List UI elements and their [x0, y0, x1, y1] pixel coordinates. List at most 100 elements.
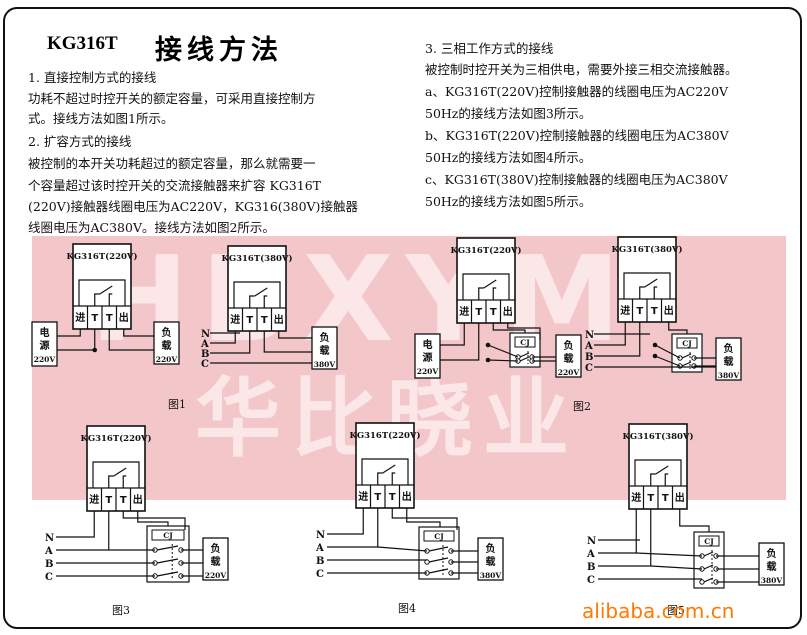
contactor-coil: [698, 535, 720, 547]
junction-dot: [92, 347, 98, 353]
wire: [377, 546, 428, 552]
terminal-label: 进: [89, 493, 99, 506]
box-label: 380V: [480, 571, 502, 580]
relay-wire: [108, 293, 113, 306]
relay-wire: [492, 287, 497, 300]
relay-wire: [478, 287, 484, 300]
terminal-label: T: [106, 313, 113, 324]
contactor-pole: [519, 352, 530, 358]
box-label: 载: [724, 355, 734, 368]
page-title: 接线方法: [155, 35, 283, 66]
phase-label: C: [201, 359, 209, 370]
terminal-label: T: [261, 315, 268, 326]
load-box: [715, 337, 742, 381]
device-model-label: KG316T(380V): [611, 244, 682, 255]
terminal-label: T: [636, 306, 643, 317]
relay-contact: [99, 285, 113, 295]
load-box: [477, 537, 504, 581]
box-label: 380V: [761, 576, 783, 585]
power-box: [414, 333, 441, 379]
device-model-label: KG316T(220V): [349, 430, 420, 441]
box-label: 负: [767, 547, 777, 560]
box-label: 负: [564, 339, 574, 352]
contactor-coil: [151, 529, 185, 541]
wire: [210, 331, 251, 354]
phase-label: N: [316, 530, 325, 541]
contactor-label: CJ: [520, 338, 530, 347]
load-box: [555, 334, 582, 378]
contactor-pole: [156, 558, 179, 564]
wire: [210, 331, 236, 344]
wire: [108, 329, 154, 351]
source-watermark: alibaba.com.cn: [582, 599, 735, 623]
load-box: [202, 537, 229, 581]
box-label: 220V: [34, 355, 56, 364]
contactor-pole: [428, 546, 449, 552]
terminal-label: T: [91, 313, 98, 324]
box-label: 220V: [205, 571, 227, 580]
box-label: 220V: [558, 368, 580, 377]
wire: [654, 344, 681, 359]
wire: [137, 511, 169, 526]
phase-label: N: [587, 536, 596, 547]
junction-dot: [485, 357, 491, 363]
wire: [122, 511, 186, 530]
contactor-pole: [156, 571, 179, 577]
wire: [440, 323, 480, 361]
internal-wire: [361, 458, 409, 485]
relay-wire: [94, 293, 100, 306]
right-text-line: b、KG316T(220V)控制接触器的线圈电压为AC380V: [425, 128, 729, 143]
wire: [654, 355, 681, 367]
internal-wire: [623, 272, 671, 299]
contactor-label: CJ: [682, 339, 692, 348]
relay-contact: [382, 464, 396, 474]
phase-label: C: [45, 572, 53, 583]
wire: [636, 552, 703, 557]
figure-1-caption: 图1: [168, 398, 186, 411]
phase-label: A: [584, 341, 593, 352]
wire: [594, 322, 641, 357]
contactor-label: CJ: [704, 537, 714, 546]
terminal-label: 进: [620, 304, 630, 317]
box-label: 220V: [156, 355, 178, 364]
terminal-label: 进: [631, 491, 641, 504]
terminal-label: T: [120, 495, 127, 506]
box-label: 负: [486, 542, 496, 555]
contactor-coil: [423, 530, 455, 542]
right-text-line: 被控制时控开关为三相供电，需要外接三相交流接触器。: [425, 62, 738, 77]
terminal-label: 出: [503, 305, 513, 318]
phase-label: B: [316, 556, 324, 567]
terminal-label: 出: [119, 311, 129, 324]
terminal-label: T: [662, 493, 669, 504]
box-label: 220V: [417, 367, 439, 376]
contactor-pole: [703, 551, 714, 557]
terminal-label: 进: [459, 305, 469, 318]
terminal-label: 出: [664, 304, 674, 317]
wire: [487, 344, 519, 358]
box-label: 载: [211, 555, 221, 568]
wire: [598, 509, 652, 567]
wire: [278, 331, 312, 339]
terminal-label: T: [389, 492, 396, 503]
phase-label: N: [201, 329, 210, 340]
model-title: KG316T: [47, 33, 118, 54]
terminal-label: 出: [274, 313, 284, 326]
phase-label: C: [585, 363, 593, 374]
time-switch-body: [628, 423, 688, 510]
device-model-label: KG316T(220V): [66, 251, 137, 262]
contactor-pole: [703, 577, 714, 583]
wire: [594, 322, 626, 346]
wire: [391, 508, 458, 530]
left-text-line: 式。接线方法如图1所示。: [28, 111, 174, 126]
wire: [123, 329, 154, 337]
relay-wire: [249, 295, 255, 308]
relay-wire: [108, 475, 114, 488]
right-text-line: c、KG316T(380V)控制接触器的线圈电压为AC380V: [425, 172, 728, 187]
terminal-label: 进: [75, 311, 85, 324]
right-text-line: 50Hz的接线方法如图3所示。: [425, 106, 592, 121]
contactor-coil: [676, 337, 698, 349]
terminal-label: T: [647, 493, 654, 504]
phase-label: C: [316, 569, 324, 580]
box-label: 负: [320, 331, 330, 344]
terminal-label: 出: [133, 493, 143, 506]
